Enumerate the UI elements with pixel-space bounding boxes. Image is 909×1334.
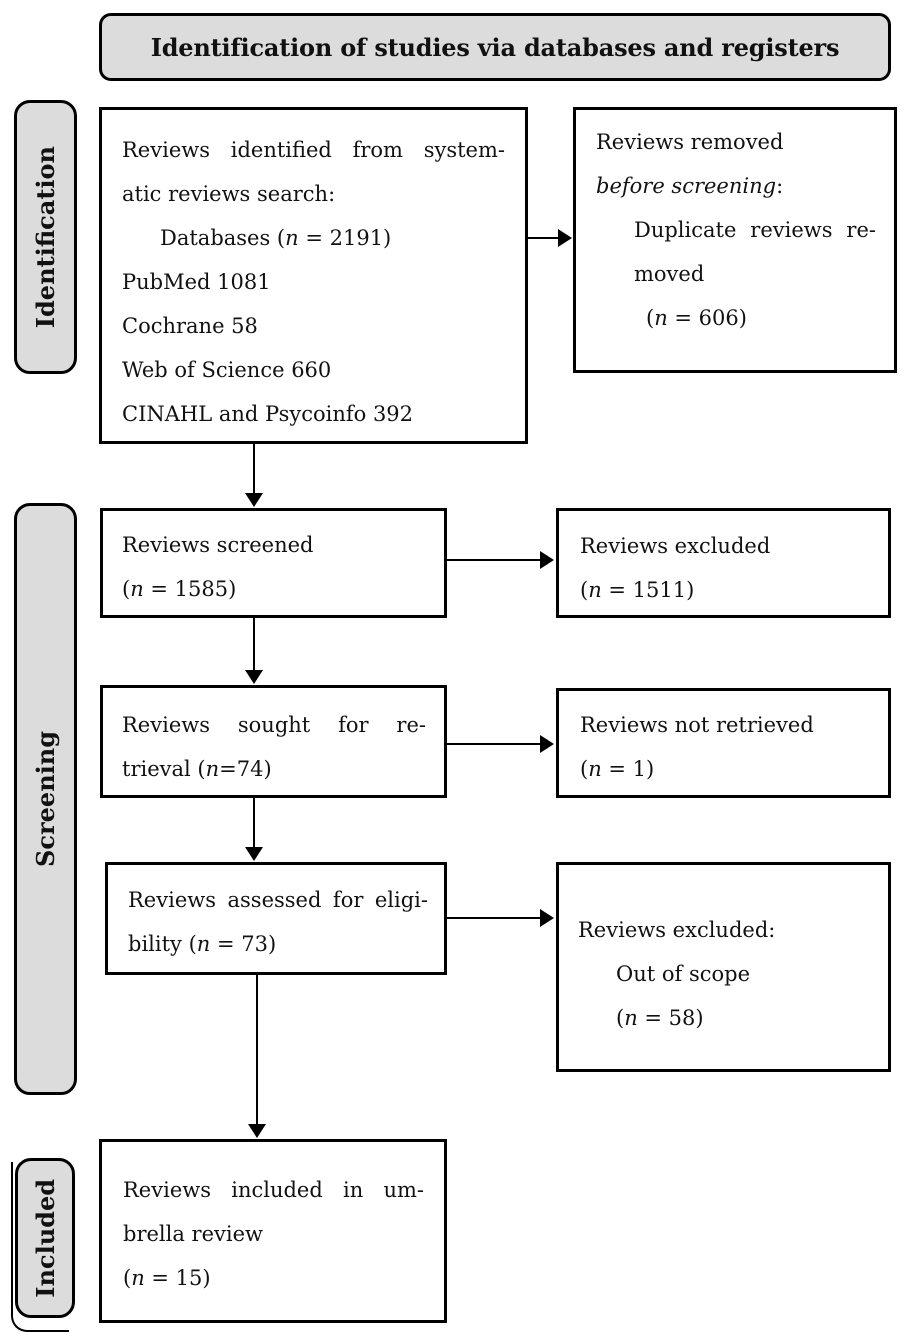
- box-line: Duplicate reviews re-: [634, 218, 876, 242]
- stage-label-identification: Identification: [14, 100, 77, 374]
- box-reviews-removed-before-screening: Reviews removed before screening: Duplic…: [573, 107, 897, 373]
- box-line: (n = 1): [580, 757, 655, 781]
- box-reviews-identified: Reviews identified from system- atic rev…: [99, 107, 528, 444]
- box-line: Reviews sought for re-: [122, 713, 426, 737]
- stage-label-screening: Screening: [14, 503, 77, 1095]
- box-line: atic reviews search:: [122, 182, 336, 206]
- box-line: trieval (n=74): [122, 757, 272, 781]
- box-reviews-not-retrieved: Reviews not retrieved (n = 1): [556, 688, 891, 798]
- header-title: Identification of studies via databases …: [150, 32, 840, 62]
- box-line: Cochrane 58: [122, 314, 258, 338]
- box-line: Reviews identified from system-: [122, 138, 505, 162]
- box-line: before screening:: [596, 174, 784, 198]
- box-reviews-excluded-eligibility: Reviews excluded: Out of scope (n = 58): [556, 862, 891, 1072]
- box-line: Reviews screened: [122, 533, 314, 557]
- box-line: Reviews assessed for eligi-: [128, 888, 428, 912]
- box-reviews-assessed-for-eligibility: Reviews assessed for eligi- bility (n = …: [105, 862, 447, 975]
- clipped-box-outline: [11, 1162, 69, 1332]
- box-line: Reviews not retrieved: [580, 713, 814, 737]
- box-line: (n = 15): [123, 1266, 211, 1290]
- box-line: CINAHL and Psycoinfo 392: [122, 402, 414, 426]
- box-line: (n = 58): [616, 1006, 704, 1030]
- box-line: (n = 1585): [122, 577, 237, 601]
- stage-label-screening-text: Screening: [31, 731, 60, 867]
- stage-label-included-text: Included: [30, 1178, 60, 1298]
- box-line: moved: [634, 262, 705, 286]
- box-line: brella review: [123, 1222, 263, 1246]
- stage-label-included: Included: [15, 1158, 75, 1318]
- box-line: Web of Science 660: [122, 358, 332, 382]
- box-line: Reviews included in um-: [123, 1178, 424, 1202]
- box-line: Reviews excluded: [580, 534, 771, 558]
- box-line: PubMed 1081: [122, 270, 271, 294]
- box-line: Reviews excluded:: [578, 918, 776, 942]
- box-reviews-sought-for-retrieval: Reviews sought for re- trieval (n=74): [100, 685, 447, 798]
- stage-label-identification-text: Identification: [31, 145, 60, 329]
- box-line: (n = 606): [646, 306, 747, 330]
- box-reviews-screened: Reviews screened (n = 1585): [100, 508, 447, 618]
- box-line: Databases (n = 2191): [160, 226, 392, 250]
- box-line: bility (n = 73): [128, 932, 277, 956]
- box-line: (n = 1511): [580, 578, 695, 602]
- box-reviews-excluded-screening: Reviews excluded (n = 1511): [556, 508, 891, 618]
- box-line: Reviews removed: [596, 130, 784, 154]
- header-banner: Identification of studies via databases …: [99, 13, 891, 81]
- box-reviews-included: Reviews included in um- brella review (n…: [99, 1139, 447, 1323]
- box-line: Out of scope: [616, 962, 750, 986]
